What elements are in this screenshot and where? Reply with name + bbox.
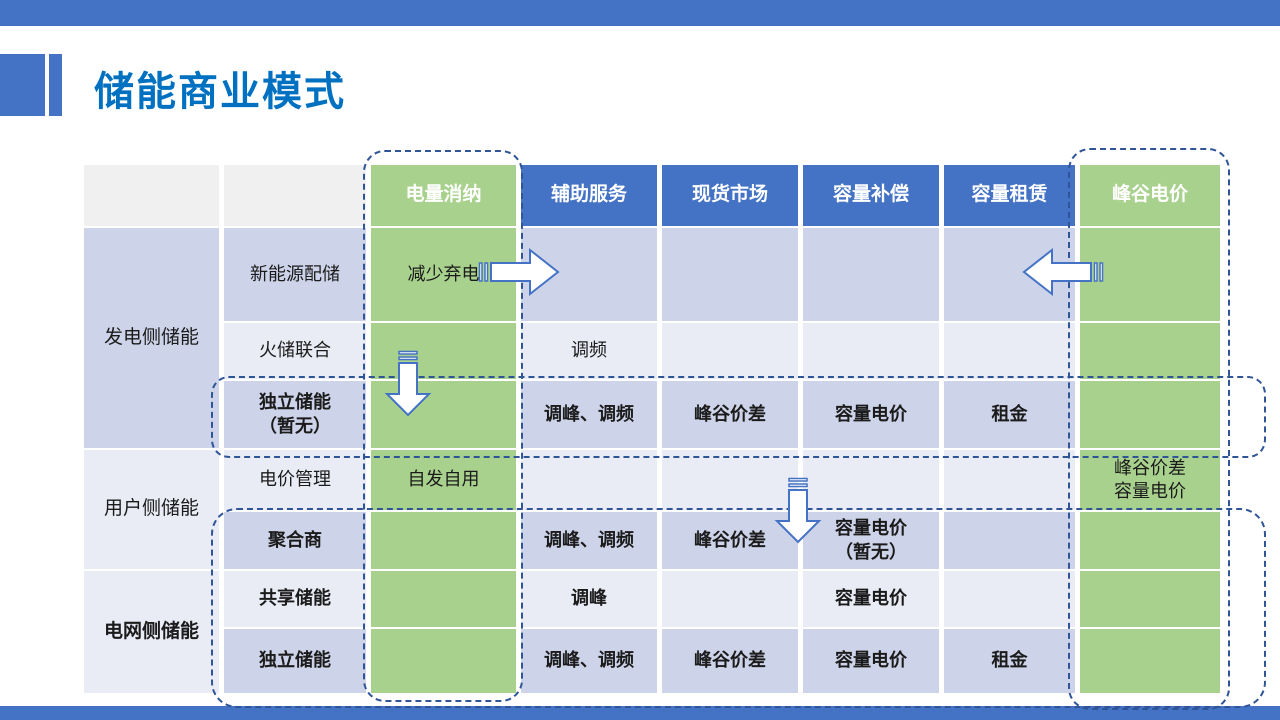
row-group-generation-side: 发电侧储能 xyxy=(84,228,219,448)
table-cell xyxy=(1080,571,1220,627)
table-cell xyxy=(1080,381,1220,448)
table-cell: 容量电价 （暂无） xyxy=(803,512,939,569)
bottom-accent-bar xyxy=(0,706,1280,720)
table-cell: 峰谷价差 xyxy=(662,629,798,693)
table-cell xyxy=(371,512,516,569)
table-cell xyxy=(1080,629,1220,693)
header-col-rongliangbuchang: 容量补偿 xyxy=(803,165,939,226)
table-cell xyxy=(803,228,939,321)
table-cell: 峰谷价差 容量电价 xyxy=(1080,450,1220,510)
table-cell xyxy=(371,381,516,448)
table-cell xyxy=(944,571,1075,627)
table-cell xyxy=(662,228,798,321)
table-cell: 租金 xyxy=(944,381,1075,448)
table-cell xyxy=(944,450,1075,510)
title-accent-square xyxy=(0,54,45,116)
header-col-rongliangzulin: 容量租赁 xyxy=(944,165,1075,226)
header-col-fuzhufuwu: 辅助服务 xyxy=(521,165,657,226)
table-cell xyxy=(944,323,1075,379)
table-cell xyxy=(371,571,516,627)
header-col-dianliangxiaona: 电量消纳 xyxy=(371,165,516,226)
header-blank-group xyxy=(84,165,219,226)
table-cell: 峰谷价差 xyxy=(662,381,798,448)
row-label: 共享储能 xyxy=(224,571,366,627)
business-model-table: 电量消纳 辅助服务 现货市场 容量补偿 容量租赁 峰谷电价 发电侧储能 用户侧储… xyxy=(84,165,1220,693)
row-label: 独立储能 （暂无） xyxy=(224,381,366,448)
table-cell: 减少弃电 xyxy=(371,228,516,321)
header-col-xianhuoshichang: 现货市场 xyxy=(662,165,798,226)
table-cell xyxy=(521,228,657,321)
table-cell xyxy=(944,228,1075,321)
table-cell: 调峰 xyxy=(521,571,657,627)
table-cell xyxy=(803,323,939,379)
table-cell xyxy=(1080,512,1220,569)
table-cell xyxy=(1080,228,1220,321)
page-title: 储能商业模式 xyxy=(94,70,346,114)
table-cell: 容量电价 xyxy=(803,571,939,627)
table-cell: 容量电价 xyxy=(803,629,939,693)
header-blank-sub xyxy=(224,165,366,226)
table-cell: 租金 xyxy=(944,629,1075,693)
row-label: 独立储能 xyxy=(224,629,366,693)
table-cell: 容量电价 xyxy=(803,381,939,448)
row-label: 电价管理 xyxy=(224,450,366,510)
table-cell: 调峰、调频 xyxy=(521,381,657,448)
table-cell xyxy=(662,450,798,510)
table-cell xyxy=(371,323,516,379)
table-cell xyxy=(662,323,798,379)
table-cell xyxy=(1080,323,1220,379)
header-col-fenggudianjia: 峰谷电价 xyxy=(1080,165,1220,226)
table-cell: 自发自用 xyxy=(371,450,516,510)
table-cell: 调峰、调频 xyxy=(521,512,657,569)
row-group-grid-side: 电网侧储能 xyxy=(84,571,219,693)
table-cell xyxy=(803,450,939,510)
row-label: 火储联合 xyxy=(224,323,366,379)
row-label: 聚合商 xyxy=(224,512,366,569)
table-cell: 峰谷价差 xyxy=(662,512,798,569)
title-accent-bar xyxy=(49,54,62,116)
table-cell xyxy=(662,571,798,627)
row-label: 新能源配储 xyxy=(224,228,366,321)
table-cell xyxy=(944,512,1075,569)
table-cell: 调频 xyxy=(521,323,657,379)
top-accent-bar xyxy=(0,0,1280,26)
table-cell xyxy=(521,450,657,510)
table-cell: 调峰、调频 xyxy=(521,629,657,693)
row-group-user-side: 用户侧储能 xyxy=(84,450,219,569)
table-cell xyxy=(371,629,516,693)
